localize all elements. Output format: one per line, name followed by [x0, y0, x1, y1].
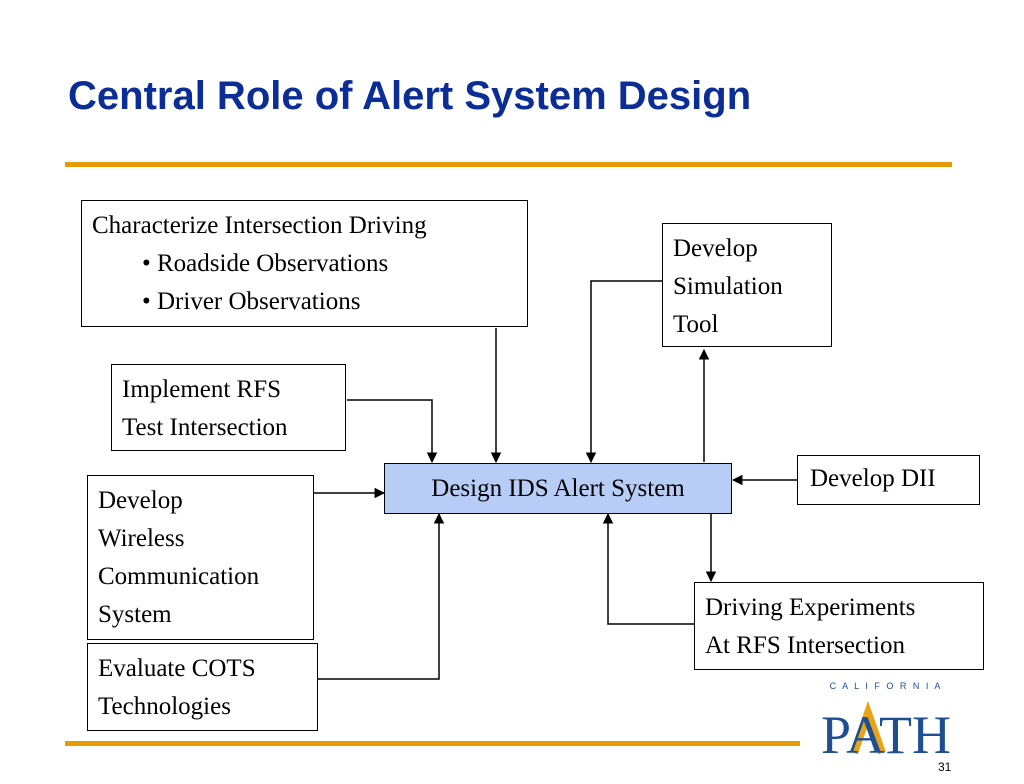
slide-title: Central Role of Alert System Design: [68, 74, 752, 118]
box-characterize-intersection-driving: Characterize Intersection Driving • Road…: [81, 200, 528, 327]
box-simulation-line: Simulation: [673, 273, 783, 300]
box-characterize-bullet: • Roadside Observations: [142, 250, 389, 277]
box-develop-wireless-communication-system: Develop Wireless Communication System: [87, 475, 314, 640]
box-experiments-line: Driving Experiments: [705, 594, 916, 621]
box-design-ids-alert-system: Design IDS Alert System: [384, 463, 732, 514]
logo-a-gold-mark: [850, 700, 886, 755]
box-implement-rfs-test-intersection: Implement RFS Test Intersection: [111, 364, 346, 451]
box-driving-experiments: Driving Experiments At RFS Intersection: [694, 582, 984, 670]
box-wireless-line: Develop: [98, 487, 183, 514]
box-wireless-line: Communication: [98, 563, 260, 590]
arrow-experiments-to-center: [602, 512, 694, 625]
box-wireless-line: System: [98, 601, 172, 628]
box-evaluate-cots-technologies: Evaluate COTS Technologies: [87, 643, 318, 731]
box-cots-line: Technologies: [98, 693, 231, 720]
page-number: 31: [938, 760, 952, 774]
box-develop-simulation-tool: Develop Simulation Tool: [662, 223, 832, 347]
box-center-label: Design IDS Alert System: [431, 475, 685, 502]
box-simulation-line: Develop: [673, 235, 758, 262]
box-simulation-line: Tool: [673, 311, 719, 338]
box-cots-line: Evaluate COTS: [98, 655, 256, 682]
footer-rule: [65, 741, 800, 746]
arrow-rfs-test-to-center: [347, 399, 438, 464]
box-characterize-heading: Characterize Intersection Driving: [92, 212, 427, 239]
box-rfs-test-line: Implement RFS: [122, 376, 282, 403]
arrow-cots-to-center: [318, 512, 445, 680]
box-rfs-test-line: Test Intersection: [122, 414, 288, 441]
california-path-logo: C A L I F O R N I A PATH: [821, 681, 951, 765]
box-develop-dii: Develop DII: [797, 455, 980, 505]
arrow-simulation-to-center: [585, 280, 662, 464]
title-underline: [65, 162, 952, 167]
box-characterize-bullet: • Driver Observations: [142, 288, 361, 315]
box-experiments-line: At RFS Intersection: [705, 632, 905, 659]
logo-path-wordmark: PATH: [821, 705, 951, 765]
logo-california-text: C A L I F O R N I A: [830, 681, 943, 691]
box-wireless-line: Wireless: [98, 525, 185, 552]
box-dii-label: Develop DII: [810, 465, 936, 492]
